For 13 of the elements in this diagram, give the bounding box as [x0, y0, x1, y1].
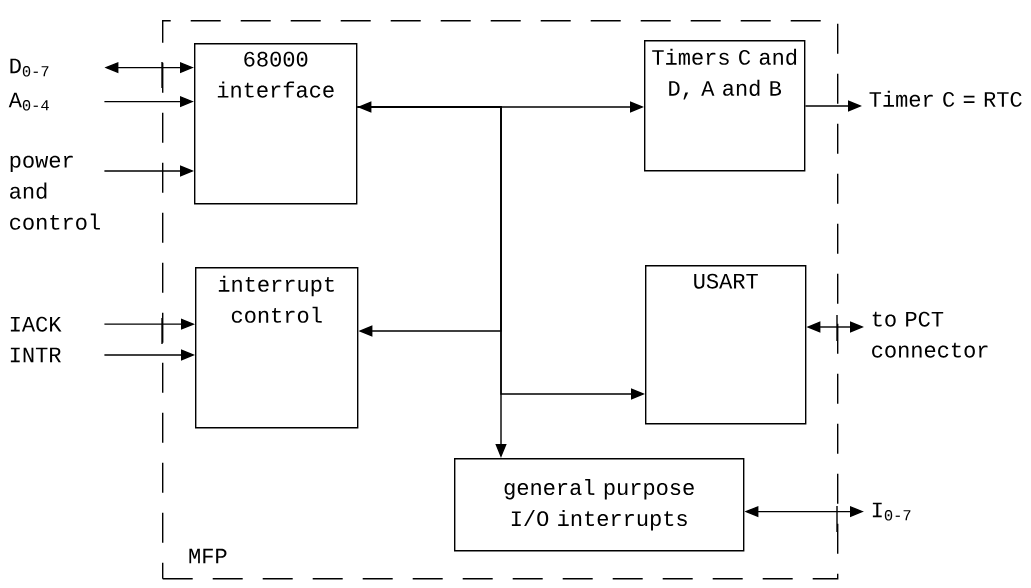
block-box: Timers C and D, A and B [644, 40, 806, 172]
block-box: USART [645, 265, 807, 425]
signal-label: I$_{0-7}$ [872, 502, 911, 521]
signal-label: Timer C = RTC [869, 90, 1022, 107]
signal-label: D$_{0-7}$ [10, 58, 49, 77]
block-box: interrupt control [195, 267, 359, 429]
signal-label: INTR [10, 347, 61, 363]
block-box: 68000 interface [194, 43, 358, 205]
signal-label: power and control [10, 155, 100, 230]
signal-label: A$_{0-4}$ [8, 92, 49, 111]
block-box: general purpose I/O interrupts [454, 458, 745, 552]
signal-label: IACK [10, 316, 62, 332]
signal-label: to PCT connector [872, 311, 988, 358]
